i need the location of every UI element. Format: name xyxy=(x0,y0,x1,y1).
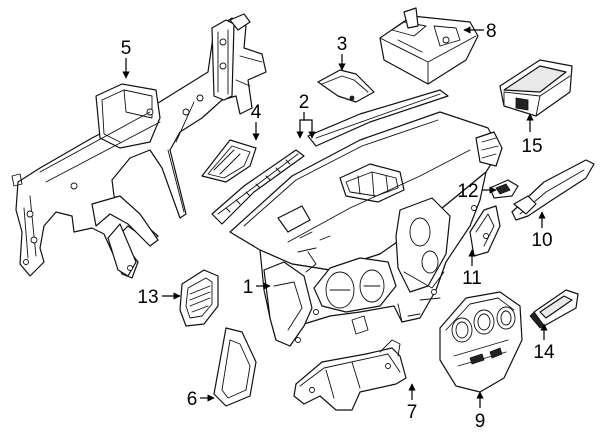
callout-14: 14 xyxy=(533,342,555,363)
callout-10: 10 xyxy=(531,230,552,251)
part-12-sensor xyxy=(489,179,519,199)
part-14-switch xyxy=(529,289,579,329)
part-3-cover xyxy=(317,69,375,103)
callout-12: 12 xyxy=(457,181,478,202)
part-4-vent-trim xyxy=(201,139,257,183)
callout-labels: 5 4 3 2 8 15 12 10 11 1 13 14 6 7 9 xyxy=(121,21,555,432)
callout-6: 6 xyxy=(187,389,198,410)
callout-5: 5 xyxy=(121,38,132,59)
part-6-side-cover xyxy=(213,327,257,407)
part-5-support-frame xyxy=(11,13,267,279)
part-15-airbag-module xyxy=(499,59,573,117)
leader-2b xyxy=(304,119,316,139)
callout-11: 11 xyxy=(462,268,482,289)
callout-9: 9 xyxy=(475,411,486,432)
part-1-instrument-panel xyxy=(229,111,503,347)
callout-13: 13 xyxy=(137,287,158,308)
callout-3: 3 xyxy=(337,34,348,55)
leader-2a xyxy=(296,112,305,139)
callout-4: 4 xyxy=(251,102,262,123)
part-2-defroster-grilles xyxy=(211,89,449,225)
part-10-side-trim xyxy=(511,159,595,221)
part-7-lower-bracket xyxy=(293,339,407,411)
callout-2: 2 xyxy=(299,92,310,113)
leader-lines xyxy=(122,26,548,408)
callout-8: 8 xyxy=(486,21,497,42)
part-8-air-module xyxy=(379,7,479,85)
callout-1: 1 xyxy=(243,277,254,298)
callout-7: 7 xyxy=(407,402,418,423)
callout-15: 15 xyxy=(521,136,542,157)
part-13-left-vent xyxy=(179,269,219,327)
part-9-control-bezel xyxy=(439,291,523,393)
